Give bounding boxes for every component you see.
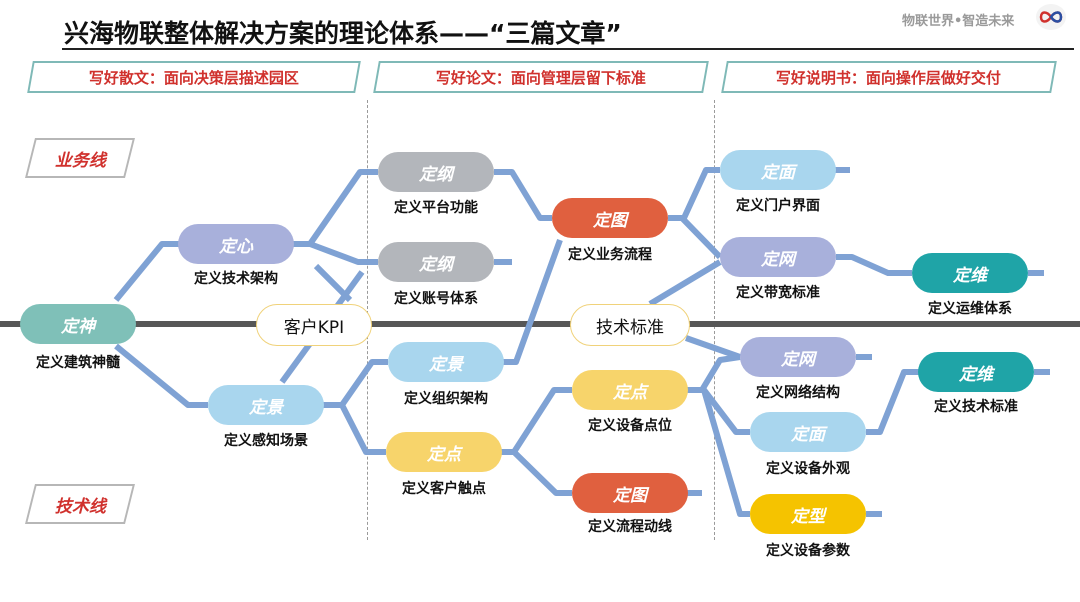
node-shen: 定神: [20, 304, 136, 344]
node-wang-network: 定网: [740, 337, 856, 377]
node-wei-operations-caption: 定义运维体系: [928, 301, 1012, 317]
lane-technical: 技术线: [25, 484, 135, 524]
lane-technical-label: 技术线: [54, 496, 106, 517]
column-separator-2: [714, 100, 715, 540]
page-title: 兴海物联整体解决方案的理论体系——“三篇文章”: [64, 19, 622, 48]
node-xin: 定心: [178, 224, 294, 264]
node-dian-touchpoint: 定点: [386, 432, 502, 472]
hub-customer-kpi: 客户KPI: [256, 304, 372, 346]
node-shen-caption: 定义建筑神髓: [36, 355, 120, 371]
node-jing-perception: 定景: [208, 385, 324, 425]
node-wei-standard: 定维: [918, 352, 1034, 392]
node-dian-device: 定点: [572, 370, 688, 410]
node-xin-caption: 定义技术架构: [194, 271, 278, 287]
node-mian-portal-caption: 定义门户界面: [736, 198, 820, 214]
node-jing-organization: 定景: [388, 342, 504, 382]
title-underline: [62, 48, 1074, 50]
node-dian-device-caption: 定义设备点位: [588, 418, 672, 434]
node-tu-business: 定图: [552, 198, 668, 238]
node-wang-network-caption: 定义网络结构: [756, 385, 840, 401]
center-axis-line: [0, 321, 1080, 327]
hub-tech-standard: 技术标准: [570, 304, 690, 346]
node-jing-perception-caption: 定义感知场景: [224, 433, 308, 449]
lane-business: 业务线: [25, 138, 135, 178]
node-mian-portal: 定面: [720, 150, 836, 190]
node-gang-platform-caption: 定义平台功能: [394, 200, 478, 216]
node-wei-operations: 定维: [912, 253, 1028, 293]
node-mian-appearance: 定面: [750, 412, 866, 452]
node-dian-touchpoint-caption: 定义客户触点: [402, 481, 486, 497]
node-xing-parameters: 定型: [750, 494, 866, 534]
node-mian-appearance-caption: 定义设备外观: [766, 461, 850, 477]
node-jing-organization-caption: 定义组织架构: [404, 391, 488, 407]
node-tu-business-caption: 定义业务流程: [568, 247, 652, 263]
node-gang-account: 定纲: [378, 242, 494, 282]
node-tu-flow: 定图: [572, 473, 688, 513]
node-gang-platform: 定纲: [378, 152, 494, 192]
lane-business-label: 业务线: [54, 150, 106, 171]
node-tu-flow-caption: 定义流程动线: [588, 519, 672, 535]
node-xing-parameters-caption: 定义设备参数: [766, 543, 850, 559]
node-gang-account-caption: 定义账号体系: [394, 291, 478, 307]
brand-slogan: 物联世界•智造未来: [902, 14, 1015, 29]
infinity-logo-icon: [1036, 4, 1066, 30]
node-wei-standard-caption: 定义技术标准: [934, 399, 1018, 415]
node-wang-bandwidth-caption: 定义带宽标准: [736, 285, 820, 301]
node-wang-bandwidth: 定网: [720, 237, 836, 277]
